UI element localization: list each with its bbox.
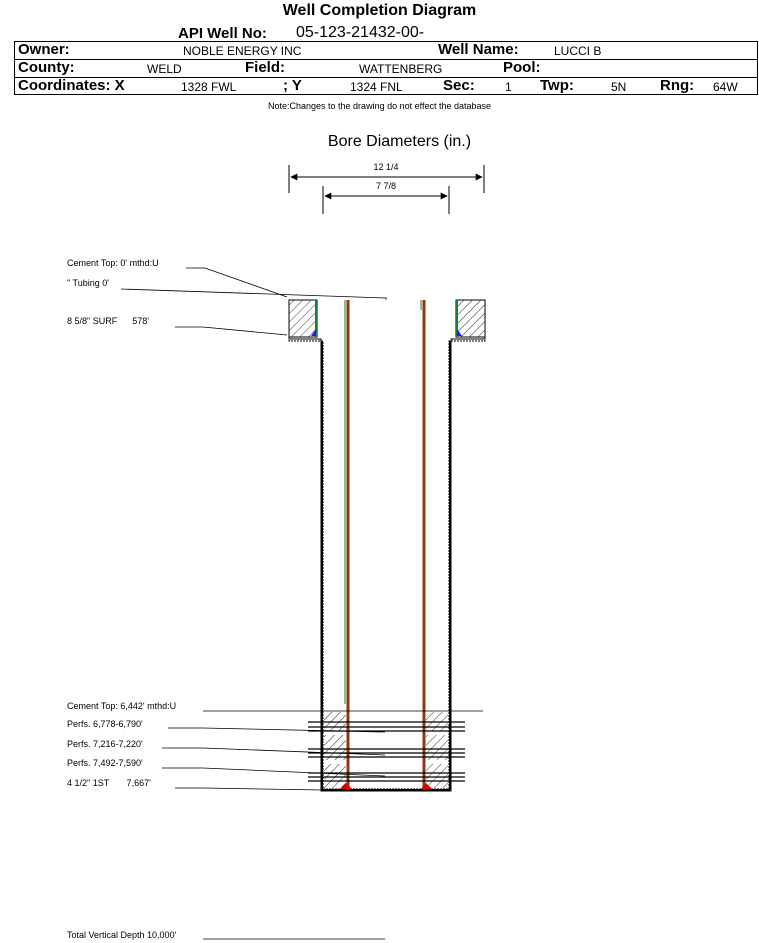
tvd-label: Total Vertical Depth 10,000'	[67, 930, 177, 940]
database-note: Note:Changes to the drawing do not effec…	[268, 101, 491, 111]
rng-label: Rng:	[660, 77, 695, 94]
perf1-label: Perfs. 6,778-6,790'	[67, 719, 143, 729]
field-value: WATTENBERG	[359, 62, 443, 76]
inner-bore-label: 7 7/8	[376, 181, 396, 191]
casing-outline	[288, 337, 486, 792]
cement-top-surface-label: Cement Top: 0' mthd:U	[67, 258, 159, 268]
county-value: WELD	[147, 62, 182, 76]
owner-label: Owner:	[18, 41, 70, 58]
wellname-label: Well Name:	[438, 41, 519, 58]
perf2-label: Perfs. 7,216-7,220'	[67, 739, 143, 749]
leader-lines	[120, 267, 483, 940]
coordx-label: Coordinates: X	[18, 77, 125, 94]
diagram-title: Well Completion Diagram	[282, 2, 477, 19]
api-row: API Well No: 05-123-21432-00-	[14, 23, 758, 42]
perf3-label: Perfs. 7,492-7,590'	[67, 758, 143, 768]
sec-value: 1	[505, 80, 512, 94]
bore-diameters-title: Bore Diameters (in.)	[327, 133, 472, 150]
api-label: API Well No:	[178, 25, 267, 42]
production-casing-label: 4 1/2" 1ST 7,667'	[67, 778, 151, 788]
twp-label: Twp:	[540, 77, 574, 94]
coordy-label: ; Y	[283, 77, 302, 94]
cement-top-production-label: Cement Top: 6,442' mthd:U	[67, 701, 177, 711]
coordy-value: 1324 FNL	[350, 80, 403, 94]
twp-value: 5N	[611, 80, 627, 94]
coordx-value: 1328 FWL	[181, 80, 237, 94]
owner-row: Owner: NOBLE ENERGY INC Well Name: LUCCI…	[14, 41, 758, 59]
county-label: County:	[18, 59, 75, 76]
sec-label: Sec:	[443, 77, 475, 94]
pool-label: Pool:	[503, 59, 541, 76]
surface-cement	[288, 299, 486, 338]
wellname-value: LUCCI B	[554, 44, 602, 58]
tubing-label: " Tubing 0'	[67, 278, 109, 288]
coordinates-row: Coordinates: X 1328 FWL ; Y 1324 FNL Sec…	[14, 77, 758, 95]
surface-casing-label: 8 5/8" SURF 578'	[67, 316, 149, 326]
tubing	[344, 297, 426, 790]
rng-value: 64W	[713, 80, 738, 94]
bore-dimensions: 12 1/4 7 7/8	[288, 162, 485, 214]
field-label: Field:	[245, 59, 285, 76]
county-row: County: WELD Field: WATTENBERG Pool:	[14, 59, 758, 77]
outer-bore-label: 12 1/4	[373, 162, 398, 172]
owner-value: NOBLE ENERGY INC	[183, 44, 302, 58]
api-value: 05-123-21432-00-	[296, 24, 425, 41]
